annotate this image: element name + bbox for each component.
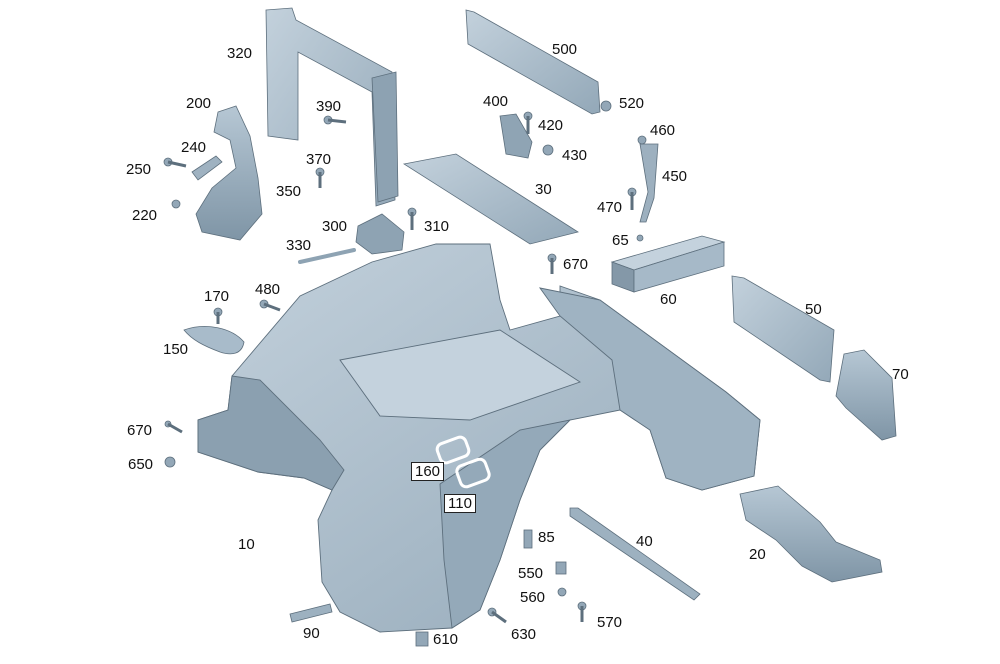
callout-570: 570 <box>597 614 623 631</box>
part-160-gasket <box>435 435 471 465</box>
part-50-rail <box>731 275 835 383</box>
callout-240: 240 <box>181 139 207 156</box>
part-150-pad <box>183 326 245 355</box>
callout-420: 420 <box>538 117 564 134</box>
part-70-bracket <box>835 349 897 441</box>
callout-560: 560 <box>520 589 546 606</box>
callout-150: 150 <box>163 341 189 358</box>
part-10-floor-assembly <box>197 243 761 633</box>
callout-30: 30 <box>535 181 552 198</box>
part-90-strip <box>289 603 333 623</box>
callout-110: 110 <box>444 494 476 513</box>
callout-10: 10 <box>238 536 255 553</box>
callout-200: 200 <box>186 95 212 112</box>
callout-370: 370 <box>306 151 332 168</box>
callout-480: 480 <box>255 281 281 298</box>
callout-500: 500 <box>552 41 578 58</box>
callout-470: 470 <box>597 199 623 216</box>
callout-40: 40 <box>636 533 653 550</box>
callout-250: 250 <box>126 161 152 178</box>
fasteners <box>163 100 647 647</box>
part-320-frame <box>265 7 399 207</box>
callout-460: 460 <box>650 122 676 139</box>
callout-220: 220 <box>132 207 158 224</box>
callout-670-left: 670 <box>127 422 153 439</box>
part-110-gasket <box>455 457 491 489</box>
callout-160: 160 <box>411 462 445 481</box>
callout-450: 450 <box>662 168 688 185</box>
callout-170: 170 <box>204 288 230 305</box>
callout-400: 400 <box>483 93 509 110</box>
callout-85: 85 <box>538 529 555 546</box>
callout-330: 330 <box>286 237 312 254</box>
callout-430: 430 <box>562 147 588 164</box>
callout-550: 550 <box>518 565 544 582</box>
part-300-bracket <box>355 213 405 255</box>
callout-50: 50 <box>805 301 822 318</box>
part-240-clip <box>191 155 223 181</box>
callout-390: 390 <box>316 98 342 115</box>
part-400-bracket <box>499 113 533 159</box>
part-20-bracket <box>739 485 883 583</box>
callout-650: 650 <box>128 456 154 473</box>
callout-65: 65 <box>612 232 629 249</box>
callout-350: 350 <box>276 183 302 200</box>
callout-520: 520 <box>619 95 645 112</box>
part-40-rail <box>569 507 701 601</box>
callout-310: 310 <box>424 218 450 235</box>
part-450-strut <box>639 143 659 223</box>
part-330-bolt <box>298 248 356 264</box>
callout-90: 90 <box>303 625 320 642</box>
callout-320: 320 <box>227 45 253 62</box>
callout-610: 610 <box>433 631 459 648</box>
callout-60: 60 <box>660 291 677 308</box>
callout-670-top: 670 <box>563 256 589 273</box>
callout-20: 20 <box>749 546 766 563</box>
callout-630: 630 <box>511 626 537 643</box>
callout-70: 70 <box>892 366 909 383</box>
part-200-bracket <box>195 105 263 241</box>
part-30-panel <box>402 153 579 245</box>
part-500-beam <box>465 9 601 115</box>
callout-300: 300 <box>322 218 348 235</box>
part-60-box-beam <box>610 235 726 293</box>
